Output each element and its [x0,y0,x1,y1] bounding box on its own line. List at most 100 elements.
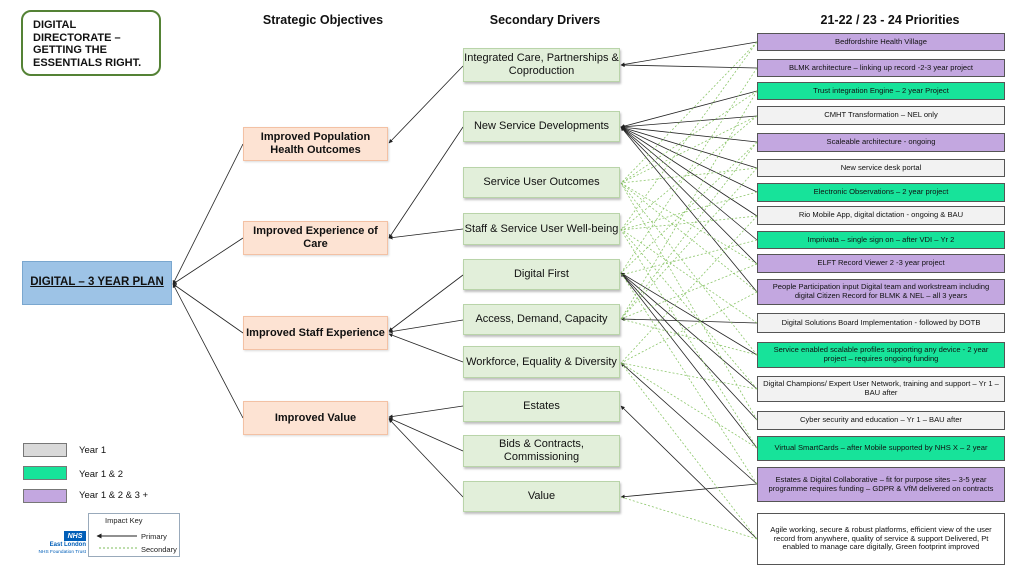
priority-label: Estates & Digital Collaborative – fit fo… [768,474,994,493]
objective-label: Improved Staff Experience [246,326,385,339]
primary-connector [388,228,464,240]
primary-connector [620,63,758,69]
driver-service-user-outcomes: Service User Outcomes [463,167,620,198]
primary-connector [388,418,464,498]
secondary-connector [620,496,758,540]
header-priorities: 21-22 / 23 - 24 Priorities [820,13,960,27]
three-year-plan-box: DIGITAL – 3 YEAR PLAN [22,261,172,305]
driver-label: Value [527,490,556,503]
objective-label: Improved Experience of Care [253,225,378,250]
priority-label: Service enabled scalable profiles suppor… [773,345,989,363]
directorate-title: DIGITAL DIRECTORATE – GETTING THE ESSENT… [33,19,142,69]
secondary-connector [620,90,758,320]
primary-connector [620,41,758,67]
priority-item: People Participation input Digital team … [757,279,1005,305]
secondary-connector [620,41,758,184]
driver-label: Integrated Care, Partnerships & Coproduc… [464,52,619,77]
primary-connector [388,65,464,144]
secondary-connector [620,141,758,320]
secondary-connector [620,362,758,540]
secondary-connector [620,182,758,356]
primary-connector [172,283,244,334]
header-strategic-objectives: Strategic Objectives [262,13,384,27]
header-secondary-drivers: Secondary Drivers [489,13,601,27]
legend-swatch-year123 [23,489,67,503]
objective-population-health: Improved Population Health Outcomes [243,127,388,161]
driver-label: Workforce, Equality & Diversity [466,355,617,368]
secondary-connector [620,90,758,184]
primary-connector [620,126,758,265]
secondary-connector [620,215,758,231]
secondary-connector [620,318,758,356]
secondary-connector [620,182,758,421]
impact-key-title: Impact Key [105,516,143,525]
secondary-connector [620,215,758,364]
priority-label: Scaleable architecture - ongoing [826,137,936,147]
driver-label: Estates [523,400,560,413]
priority-item: Virtual SmartCards – after Mobile suppor… [757,436,1005,461]
impact-key: Impact Key Primary Secondary [88,513,180,557]
priority-label: Virtual SmartCards – after Mobile suppor… [774,443,988,453]
objective-value: Improved Value [243,401,388,435]
driver-integrated-care: Integrated Care, Partnerships & Coproduc… [463,48,620,82]
priority-label: ELFT Record Viewer 2 -3 year project [817,258,945,268]
priority-label: Cyber security and education – Yr 1 – BA… [800,415,962,425]
primary-connector [620,126,758,169]
priority-item: Service enabled scalable profiles suppor… [757,342,1005,368]
priority-item: New service desk portal [757,159,1005,177]
priority-item: Cyber security and education – Yr 1 – BA… [757,411,1005,430]
secondary-connector [620,182,758,293]
legend-swatch-year1 [23,443,67,457]
priority-label: BLMK architecture – linking up record -2… [788,62,974,72]
priority-item: Trust integration Engine – 2 year Projec… [757,82,1005,100]
secondary-connector [620,272,758,485]
priority-item: Imprivata – single sign on – after VDI –… [757,231,1005,249]
secondary-connector [620,291,758,364]
priority-label: Bedfordshire Health Village [835,36,927,46]
secondary-connector [620,362,758,449]
objective-staff-experience: Improved Staff Experience [243,316,388,350]
secondary-connector [620,191,758,231]
primary-connector [388,319,464,334]
primary-connector [620,272,758,421]
secondary-connector [620,167,758,184]
driver-staff-wellbeing: Staff & Service User Well-being [463,213,620,245]
priority-label: Digital Solutions Board Implementation -… [781,317,981,327]
priority-label: People Participation input Digital team … [772,282,990,300]
driver-access-demand-capacity: Access, Demand, Capacity [463,304,620,335]
primary-connector [620,115,758,129]
secondary-connector [620,239,758,276]
driver-new-service-developments: New Service Developments [463,111,620,142]
primary-connector [388,417,464,452]
primary-connector [620,362,758,485]
objective-experience-of-care: Improved Experience of Care [243,221,388,255]
primary-connector [620,317,758,324]
secondary-connector [620,141,758,274]
secondary-connectors [620,41,758,540]
impact-key-primary: Primary [141,532,167,541]
secondary-connector [620,228,758,324]
secondary-connector [620,167,758,320]
priority-outcome-summary: Agile working, secure & robust platforms… [757,513,1005,565]
secondary-connector [620,67,758,274]
driver-label: Service User Outcomes [483,176,600,189]
legend-label-year1: Year 1 [79,445,107,456]
secondary-connector [620,263,758,320]
priority-item: Digital Champions/ Expert User Network, … [757,376,1005,402]
driver-value: Value [463,481,620,512]
driver-label: Digital First [513,268,569,281]
nhs-logo-line1: East London [49,542,86,548]
primary-connector [620,272,758,390]
primary-connector [620,125,758,143]
legend-label-year123: Year 1 & 2 & 3 + [79,490,149,501]
primary-connector [172,237,244,285]
impact-key-secondary: Secondary [141,545,177,554]
plan-label: DIGITAL – 3 YEAR PLAN [30,276,164,289]
secondary-connector [620,229,758,449]
nhs-logo: NHS East London NHS Foundation Trust [38,531,88,559]
priority-item: Scaleable architecture - ongoing [757,133,1005,152]
priority-item: Electronic Observations – 2 year project [757,183,1005,202]
priority-item: ELFT Record Viewer 2 -3 year project [757,254,1005,273]
priority-label: Imprivata – single sign on – after VDI –… [807,234,955,244]
